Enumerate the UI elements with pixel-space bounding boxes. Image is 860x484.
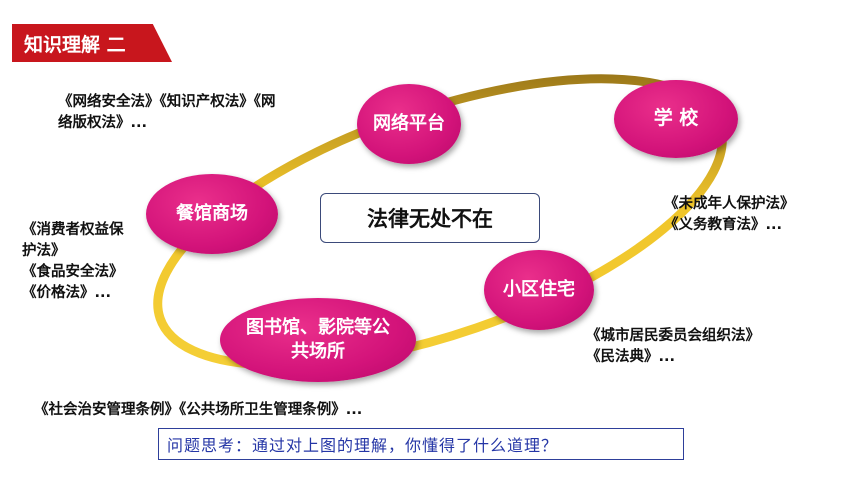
node-restaurant-mall: 餐馆商场 xyxy=(146,174,278,254)
question-text: 问题思考：通过对上图的理解，你懂得了什么道理？ xyxy=(167,436,559,455)
center-label-box: 法律无处不在 xyxy=(320,193,540,243)
section-title: 知识理解 二 xyxy=(24,33,126,56)
laws-community: 《城市居民委员会组织法》 《民法典》... xyxy=(586,328,760,366)
laws-restaurant: 《消费者权益保 护法》 《食品安全法》 《价格法》... xyxy=(22,222,124,302)
node-school: 学 校 xyxy=(614,80,738,158)
laws-school: 《未成年人保护法》 《义务教育法》... xyxy=(664,196,795,234)
laws-network: 《网络安全法》《知识产权法》《网 络版权法》... xyxy=(58,94,276,132)
laws-public-places: 《社会治安管理条例》《公共场所卫生管理条例》... xyxy=(34,402,363,418)
question-box: 问题思考：通过对上图的理解，你懂得了什么道理？ xyxy=(158,428,684,460)
node-community-residence: 小区住宅 xyxy=(484,250,594,330)
node-public-places: 图书馆、影院等公 共场所 xyxy=(220,298,416,382)
section-title-banner: 知识理解 二 xyxy=(12,24,172,62)
node-network-platform: 网络平台 xyxy=(357,84,461,164)
